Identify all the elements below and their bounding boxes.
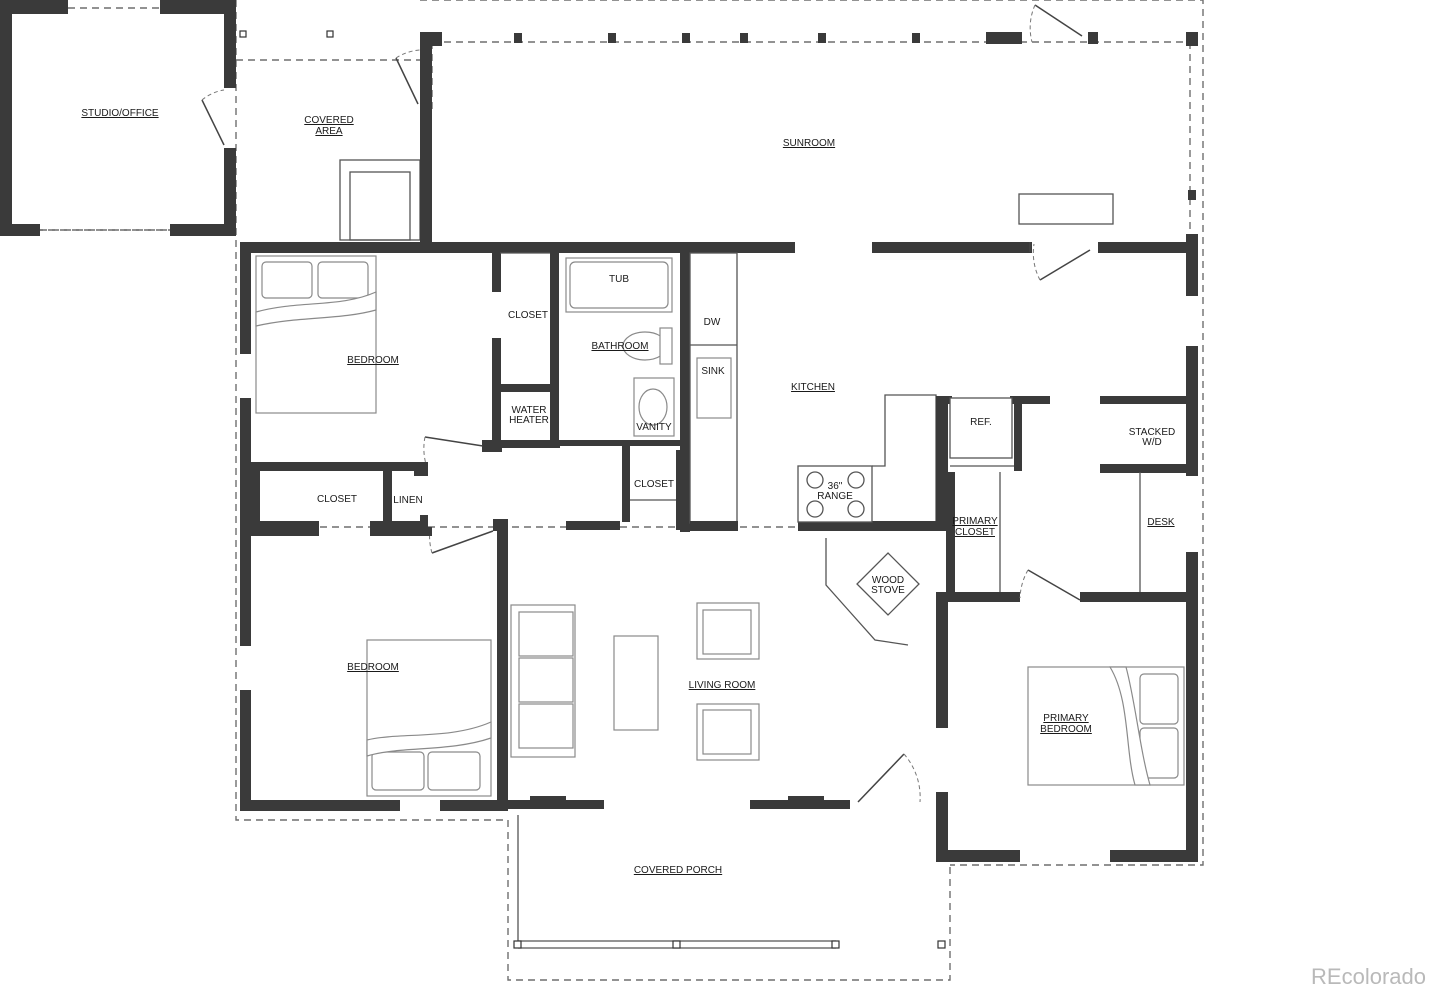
covered-porch-area xyxy=(513,815,946,949)
studio-office-label: STUDIO/OFFICE xyxy=(81,108,159,119)
ref-label: REF. xyxy=(970,417,992,428)
linen-label: LINEN xyxy=(393,495,422,506)
covered-porch-label: COVERED PORCH xyxy=(634,865,722,876)
wood-stove-label-line1: WOOD xyxy=(872,575,904,586)
range-label-line2: RANGE xyxy=(817,491,853,502)
bedroom-2-area xyxy=(251,527,492,797)
range-burners xyxy=(806,471,865,518)
primary-bedroom-label-line2: BEDROOM xyxy=(1040,724,1092,735)
armchairs xyxy=(696,602,760,761)
hall-closets xyxy=(251,462,508,554)
primary-closet-label-line1: PRIMARY xyxy=(952,516,998,527)
closet-label-1: CLOSET xyxy=(508,310,548,321)
primary-suite-walls xyxy=(936,472,1198,786)
covered-area-label-line2: AREA xyxy=(315,126,343,137)
closet-label-2: CLOSET xyxy=(317,494,357,505)
living-room-area xyxy=(510,538,921,803)
sunroom-label: SUNROOM xyxy=(783,138,835,149)
room-labels: STUDIO/OFFICE COVERED AREA SUNROOM TUB C… xyxy=(81,108,1175,876)
dashed-outlines xyxy=(12,0,1204,981)
primary-bedroom-label-line1: PRIMARY xyxy=(1043,713,1089,724)
wood-stove-label-line2: STOVE xyxy=(871,585,905,596)
sunroom-walls xyxy=(420,4,1198,242)
water-heater-label-line2: HEATER xyxy=(509,415,549,426)
desk-label: DESK xyxy=(1147,517,1175,528)
studio-office xyxy=(0,0,334,236)
range-label-line1: 36" xyxy=(828,481,843,492)
bedroom-2-label: BEDROOM xyxy=(347,662,399,673)
bathroom-area xyxy=(560,242,690,532)
tub-label: TUB xyxy=(609,274,629,285)
coffee-table xyxy=(613,635,659,731)
covered-area-steps xyxy=(339,49,421,241)
water-heater-label-line1: WATER xyxy=(512,405,547,416)
covered-area-label-line1: COVERED xyxy=(304,115,353,126)
bedroom-1-area xyxy=(251,242,560,471)
watermark: REcolorado xyxy=(1311,964,1426,988)
sink-label: SINK xyxy=(701,366,725,377)
vanity-label: VANITY xyxy=(636,422,672,433)
main-exterior-walls xyxy=(240,234,1198,862)
sofa xyxy=(510,604,576,758)
bedroom-1-label: BEDROOM xyxy=(347,355,399,366)
dw-label: DW xyxy=(704,317,721,328)
bed-1 xyxy=(255,255,377,414)
primary-bed xyxy=(1027,666,1185,786)
stacked-wd-label-line1: STACKED xyxy=(1129,427,1176,438)
kitchen-label: KITCHEN xyxy=(791,382,835,393)
primary-closet-label-line2: CLOSET xyxy=(955,527,995,538)
kitchen-area xyxy=(689,252,1198,531)
bed-2 xyxy=(366,639,492,797)
stacked-wd-label-line2: W/D xyxy=(1142,437,1161,448)
closet-label-3: CLOSET xyxy=(634,479,674,490)
living-room-label: LIVING ROOM xyxy=(689,680,756,691)
bathroom-label: BATHROOM xyxy=(591,341,648,352)
